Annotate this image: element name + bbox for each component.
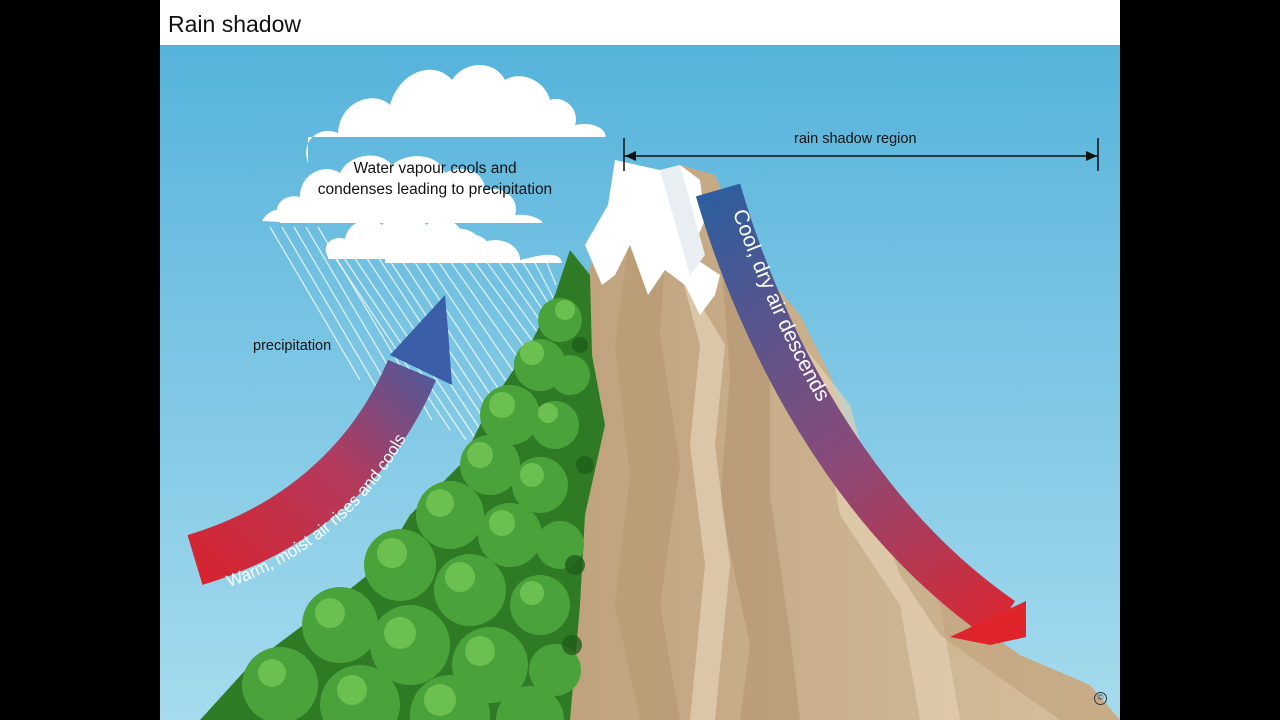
slide-title: Rain shadow bbox=[168, 11, 301, 37]
condensation-label: Water vapour cools and condenses leading… bbox=[280, 158, 590, 200]
rain-shadow-diagram: Warm, moist air rises and cools Cool, dr… bbox=[160, 45, 1120, 720]
slide: Rain shadow bbox=[160, 0, 1120, 720]
rain-shadow-dimension-line bbox=[623, 138, 1099, 171]
condensation-label-line1: Water vapour cools and bbox=[353, 160, 517, 177]
snow-cap bbox=[585, 160, 720, 315]
cloud-upper bbox=[262, 65, 606, 223]
copyright-icon: © bbox=[1094, 692, 1107, 705]
condensation-label-line2: condenses leading to precipitation bbox=[317, 181, 553, 198]
diagram-illustration: Warm, moist air rises and cools Cool, dr… bbox=[160, 45, 1120, 720]
rain-shadow-region-label: rain shadow region bbox=[794, 131, 917, 147]
precipitation-label: precipitation bbox=[253, 338, 332, 354]
forest bbox=[200, 250, 605, 720]
cloud-lower bbox=[325, 213, 562, 263]
